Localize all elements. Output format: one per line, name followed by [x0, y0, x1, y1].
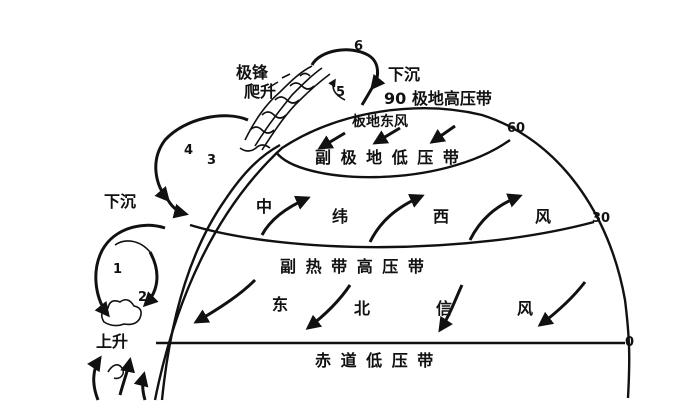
label-westerly-4: 风	[535, 207, 551, 226]
rising-arrow-1	[87, 355, 102, 401]
label-subpolar-low: 副 极 地 低 压 带	[315, 148, 461, 167]
latitude-0-label: 0	[625, 335, 634, 350]
label-trades-3: 信	[436, 299, 452, 318]
westerly-arrow-1	[260, 195, 311, 236]
latitude-60-label: 60	[507, 121, 525, 136]
label-subtropical-high: 副 热 带 高 压 带	[280, 257, 426, 276]
equator-cloud	[100, 298, 142, 327]
label-westerly-3: 西	[433, 207, 449, 226]
hadley-cell-return	[142, 251, 159, 308]
polar-cell-loop	[310, 48, 386, 91]
trade-arrow-1	[193, 278, 257, 324]
latitude-30-label: 30	[592, 211, 610, 226]
rising-arrow-3	[133, 371, 149, 401]
label-westerly-2: 纬	[332, 207, 348, 226]
number-6: 6	[354, 39, 363, 54]
number-3: 3	[207, 153, 216, 168]
number-2: 2	[138, 290, 147, 305]
earth-outline	[153, 107, 631, 401]
label-westerly-1: 中	[256, 197, 272, 216]
westerly-arrow-2	[368, 194, 425, 243]
label-sinking-top: 下沉	[388, 65, 420, 84]
label-trades-2: 北	[354, 299, 370, 318]
loop-5-inner	[328, 78, 346, 101]
westerly-arrow-3	[468, 193, 523, 241]
label-trades-4: 风	[517, 299, 533, 318]
surface-flow-line	[160, 143, 281, 401]
polar-east-arrow-1	[317, 131, 346, 150]
label-rising: 上升	[96, 332, 128, 351]
polar-east-arrow-2	[372, 126, 401, 145]
label-sinking-left: 下沉	[104, 192, 136, 211]
label-trades-1: 东	[272, 295, 288, 314]
trade-arrow-3	[438, 284, 464, 333]
hadley-cell-inner	[114, 240, 151, 253]
hadley-cell-loop	[94, 223, 166, 318]
label-polar-high: 90 极地高压带	[384, 89, 492, 108]
rising-curl	[107, 363, 125, 380]
latitude-line-60	[275, 139, 511, 179]
trade-arrow-4	[537, 281, 587, 327]
label-polar-front: 极锋	[236, 63, 269, 82]
polar-cell-descent	[360, 87, 374, 106]
number-4: 4	[184, 143, 193, 158]
label-polar-east: 板地东风	[352, 113, 408, 130]
number-5: 5	[336, 85, 345, 100]
trade-arrow-2	[305, 284, 352, 330]
ferrel-cell-down	[166, 199, 189, 219]
polar-front-cloud	[239, 65, 331, 152]
polar-east-arrow-3	[429, 124, 456, 144]
rising-arrow-2	[118, 357, 135, 396]
label-rise: 爬升	[243, 82, 276, 101]
number-1: 1	[113, 262, 122, 277]
label-equatorial-low: 赤 道 低 压 带	[315, 351, 435, 370]
latitude-line-30	[189, 220, 595, 249]
ferrel-cell-loop	[154, 114, 249, 203]
